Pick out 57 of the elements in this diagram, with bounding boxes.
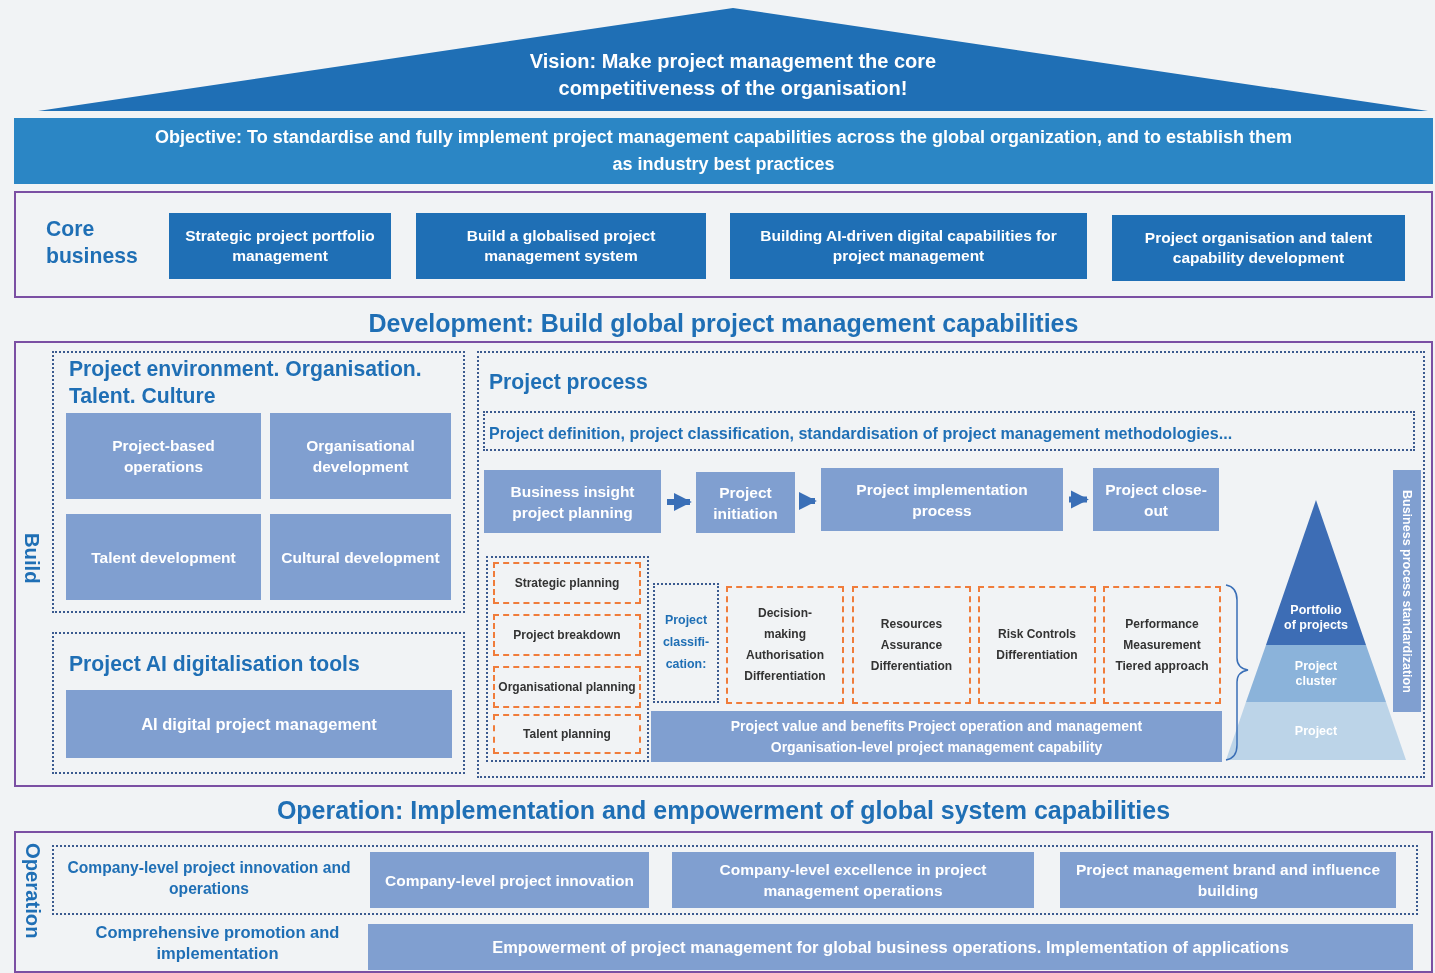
roof-banner: Vision: Make project management the core competitiveness of the organisation! <box>38 8 1428 111</box>
dotted-panel <box>52 632 465 774</box>
capability-box: Project management brand and influence building <box>1060 852 1396 908</box>
capability-box: Build a globalised project management system <box>416 213 706 279</box>
capability-box: Business insight project planning <box>484 470 661 533</box>
panel-heading: Core business <box>46 216 139 269</box>
capability-box: Empowerment of project management for global business operations. Implementation of applications <box>368 924 1413 970</box>
group-label: Project classifi- cation: <box>661 612 711 673</box>
capability-box: Strategic project portfolio management <box>169 213 391 279</box>
capability-box: Project organisation and talent capability development <box>1112 215 1405 281</box>
capability-box: Project value and benefits Project operation and management Organisation-level project management capability <box>651 711 1222 762</box>
panel-heading: Project AI digitalisation tools <box>69 651 361 677</box>
panel-heading: Operation <box>21 843 44 939</box>
dashed-box: Decision-making Authorisation Differentiation <box>726 586 844 704</box>
section-heading: Development: Build global project management capabilities <box>367 308 1080 339</box>
dashed-box: Performance Measurement Tiered approach <box>1103 586 1221 704</box>
arrow <box>1069 490 1089 509</box>
capability-box: AI digital project management <box>66 690 452 758</box>
panel-heading: Build <box>20 533 43 584</box>
capability-box: Project initiation <box>696 472 795 533</box>
dashed-box: Resources Assurance Differentiation <box>852 586 971 704</box>
section-panel <box>14 191 1433 298</box>
capability-box: Talent development <box>66 514 261 600</box>
section-heading: Operation: Implementation and empowerment of global system capabilities <box>275 795 1172 826</box>
dashed-box: Strategic planning <box>493 562 641 604</box>
capability-box: Company-level project innovation <box>370 852 649 908</box>
dotted-group <box>486 556 649 762</box>
dashed-box: Project breakdown <box>493 614 641 656</box>
capability-box: Building AI-driven digital capabilities for project management <box>730 213 1087 279</box>
panel-heading: Project definition, project classification, standardisation of project management methodologies... <box>489 423 1234 444</box>
capability-box: Project-based operations <box>66 413 261 499</box>
section-panel <box>14 831 1433 973</box>
objective-banner: Objective: To standardise and fully implement project management capabilities across the global organization, and to establish them as industry best practices <box>14 118 1433 184</box>
arrow <box>798 492 817 510</box>
dotted-panel <box>483 411 1415 451</box>
panel-heading: Company-level project innovation and operations <box>66 858 352 899</box>
capability-box: Project implementation process <box>821 468 1063 531</box>
pyramid-tier: Project <box>1226 702 1406 760</box>
arrow <box>667 493 692 511</box>
dotted-panel <box>52 351 465 613</box>
dotted-panel <box>653 583 719 703</box>
panel-heading: Project environment. Organisation. Talent. Culture <box>69 356 423 409</box>
capability-box: Company-level excellence in project management operations <box>672 852 1034 908</box>
capability-box: Cultural development <box>270 514 451 600</box>
dotted-panel <box>52 845 1418 915</box>
dashed-box: Organisational planning <box>493 666 641 708</box>
dashed-box: Talent planning <box>493 714 641 754</box>
vertical-bar: Business process standardization <box>1393 470 1421 712</box>
pyramid-tier: Portfolio of projects <box>1266 500 1366 645</box>
capability-box: Organisational development <box>270 413 451 499</box>
pyramid-tier: Project cluster <box>1246 645 1386 702</box>
capability-box: Project close-out <box>1093 468 1219 531</box>
dotted-panel <box>477 351 1425 778</box>
dashed-box: Risk Controls Differentiation <box>978 586 1096 704</box>
panel-heading: Project process <box>489 369 649 395</box>
row-label: Comprehensive promotion and implementation <box>94 922 341 964</box>
section-panel <box>14 341 1433 787</box>
